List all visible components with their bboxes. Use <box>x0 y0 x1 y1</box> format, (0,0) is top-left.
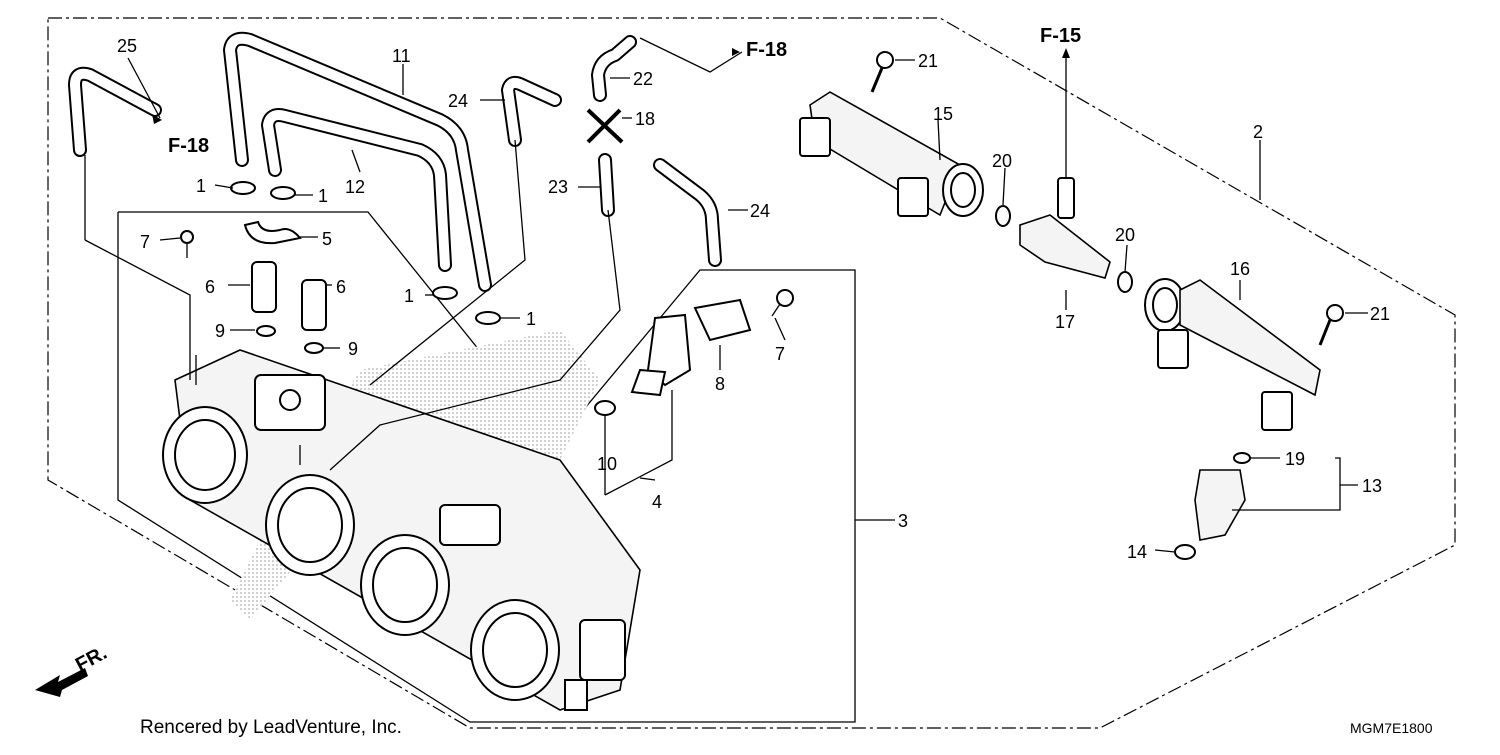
sensor-4 <box>630 313 692 397</box>
throttle-body-frame <box>117 211 856 723</box>
fuel-rail-16 <box>1144 278 1321 431</box>
callout[interactable]: 20 <box>992 151 1012 171</box>
arrow-icon <box>1062 48 1070 58</box>
throttle-body-assembly <box>162 349 641 711</box>
callout[interactable]: 24 <box>448 91 468 111</box>
callout[interactable]: 8 <box>715 374 725 394</box>
callout[interactable]: 1 <box>526 309 536 329</box>
assembly-frame <box>47 17 1456 729</box>
callout[interactable]: 25 <box>117 36 137 56</box>
callout[interactable]: 24 <box>750 201 770 221</box>
callout[interactable]: 17 <box>1055 312 1075 332</box>
diagram-code: MGM7E1800 <box>1350 720 1433 736</box>
plate-8 <box>693 298 752 342</box>
ref-label[interactable]: F-15 <box>1040 25 1081 47</box>
front-direction-arrow-icon <box>35 668 88 697</box>
callout[interactable]: 15 <box>933 104 953 124</box>
callout[interactable]: 14 <box>1127 542 1147 562</box>
callout[interactable]: 22 <box>633 69 653 89</box>
callout[interactable]: 16 <box>1230 259 1250 279</box>
hose-24-upper <box>501 75 562 147</box>
arrow-icon <box>152 114 162 124</box>
callout[interactable]: 12 <box>345 177 365 197</box>
callout[interactable]: 9 <box>348 339 358 359</box>
ref-label[interactable]: F-18 <box>746 39 787 61</box>
callout[interactable]: 2 <box>1253 122 1263 142</box>
joint-18 <box>586 108 624 144</box>
callout[interactable]: 19 <box>1285 449 1305 469</box>
callout[interactable]: 23 <box>548 177 568 197</box>
callout[interactable]: 1 <box>404 286 414 306</box>
fuel-rail-15 <box>799 91 984 217</box>
front-marker-label: FR. <box>72 642 111 677</box>
callout[interactable]: 11 <box>392 46 411 66</box>
callout[interactable]: 9 <box>215 321 225 341</box>
callout[interactable]: 6 <box>205 277 215 297</box>
clips-1 <box>230 181 501 325</box>
callout[interactable]: 10 <box>597 454 617 474</box>
oring-10 <box>594 400 616 416</box>
hose-24-lower <box>653 158 722 267</box>
fittings-6 <box>251 261 327 331</box>
hose-12 <box>261 108 452 272</box>
callout[interactable]: 5 <box>322 229 332 249</box>
hose-25 <box>68 66 162 157</box>
bolts-21 <box>870 51 1344 346</box>
hose-22 <box>591 35 637 102</box>
ref-label[interactable]: F-18 <box>168 135 209 157</box>
callout[interactable]: 6 <box>336 277 346 297</box>
leader-lines <box>84 37 1368 553</box>
callout[interactable]: 3 <box>898 511 908 531</box>
injector-13 <box>1174 452 1251 560</box>
bracket-5 <box>243 220 302 245</box>
credit-text: Rencered by LeadVenture, Inc. <box>140 717 402 738</box>
callout[interactable]: 18 <box>635 109 655 129</box>
callout[interactable]: 4 <box>652 492 662 512</box>
callout[interactable]: 21 <box>1370 304 1390 324</box>
joint-17 <box>1019 177 1111 279</box>
tube-23 <box>598 153 615 217</box>
callout[interactable]: 20 <box>1115 225 1135 245</box>
hose-11 <box>223 31 492 292</box>
callout[interactable]: 7 <box>140 232 150 252</box>
orings-9 <box>256 325 324 354</box>
screws-7 <box>180 230 794 317</box>
callout[interactable]: 7 <box>775 344 785 364</box>
callout[interactable]: 13 <box>1362 476 1382 496</box>
callouts: 1 1 1 1 2 3 4 5 6 6 7 7 8 9 9 10 11 12 1… <box>117 36 1390 562</box>
arrow-icon <box>732 48 740 56</box>
callout[interactable]: 1 <box>196 176 206 196</box>
callout[interactable]: 1 <box>318 186 328 206</box>
callout[interactable]: 21 <box>918 51 938 71</box>
